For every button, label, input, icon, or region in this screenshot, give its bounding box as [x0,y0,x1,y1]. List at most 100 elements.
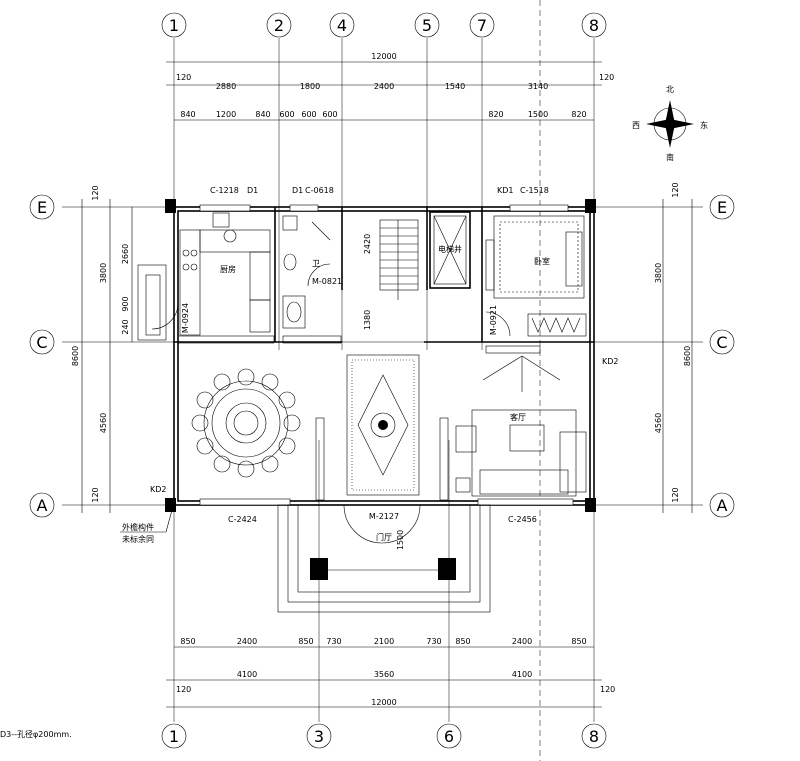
door-swing [485,311,511,337]
axis-bubble-bottom-1 [161,723,187,749]
footnote: D3--孔径φ200mm. [0,729,72,739]
door-tag: M-0821 [312,277,342,286]
axis-label: C [716,333,727,352]
window-tag: C-2456 [508,515,537,524]
dim-left-inner: 240 [121,319,130,334]
dim-top-row3: 600 [279,110,294,119]
room-label-bedroom: 卧室 [534,256,550,266]
door-swing [311,221,331,241]
dim-left-end: 120 [91,487,100,502]
dim-bottom-row1: 850 [571,637,586,646]
dim-top-row2: 2400 [374,82,394,91]
dim-bottom-row1: 730 [426,637,441,646]
door-tag: M-2127 [369,512,399,521]
axis-bubble-top-5 [414,12,440,38]
dim-top-row2: 3140 [528,82,548,91]
window-tag: C-1518 [520,186,549,195]
door-swing [307,263,331,287]
room-label-toilet: 卫 [312,259,320,268]
central-carpet [346,354,449,501]
dim-bottom-row1: 2100 [374,637,394,646]
burner-icon [190,263,198,271]
dim-bottom-row1: 850 [180,637,195,646]
compass-south: 南 [666,152,674,162]
dim-bottom-row2: 3560 [374,670,394,679]
column [585,498,596,512]
axis-bubble-bottom-3 [306,723,332,749]
window-tag: C-1218 [210,186,239,195]
sink-icon [282,215,298,231]
dim-top-row2: 1540 [445,82,465,91]
dim-left-end: 120 [91,185,100,200]
burner-icon [182,249,190,257]
burner-icon [182,263,190,271]
dim-bottom-row1: 850 [455,637,470,646]
carpet [346,354,420,496]
toilet-icon [283,253,297,271]
dim-bottom-row1: 2400 [237,637,257,646]
column [165,199,176,213]
column [585,199,596,213]
dim-bottom-row2: 4100 [512,670,532,679]
staircase: 2420 1380 [363,219,419,330]
fridge-icon [249,299,271,333]
kitchen-counter [199,229,271,253]
sink-icon [212,212,230,228]
room-label-kitchen: 厨房 [220,264,236,274]
axis-label: 1 [169,727,179,746]
front-porch: 门厅 M-2127 1500 [277,504,491,613]
dim-top-row3: 600 [301,110,316,119]
axis-bubbles: 1 2 4 5 7 8 1 3 6 8 E C A E C A [29,12,735,749]
axis-label: 6 [444,727,454,746]
elevator-shaft: 电梯井 [429,211,471,289]
dim-bottom-end-left: 120 [176,685,191,694]
dim-interior: 1500 [396,530,405,550]
dim-top-row3: 600 [322,110,337,119]
axis-label: E [717,198,727,217]
room-label-foyer: 门厅 [376,532,392,542]
toilet: 卫 M-0821 [282,215,342,344]
axis-label: 1 [169,16,179,35]
axis-bubble-top-2 [266,12,292,38]
dim-bottom-row1: 850 [298,637,313,646]
dim-right-end: 120 [671,182,680,197]
axis-label: 4 [337,16,347,35]
axis-bubble-bottom-6 [436,723,462,749]
dim-left-inner: 2660 [121,244,130,264]
stove-icon [223,229,237,243]
coffee-table [509,424,545,452]
column [165,498,176,512]
axis-bubble-right-A [709,492,735,518]
dim-right-end: 120 [671,487,680,502]
column-decor [439,417,449,501]
room-label-living: 客厅 [510,412,526,422]
dim-top-row3: 840 [255,110,270,119]
stair-flight [379,219,419,291]
side-table [455,477,471,493]
bottom-dimensions: 850 2400 850 730 2100 730 850 2400 850 4… [166,637,615,708]
sofa-icon [559,431,587,493]
round-table [203,380,289,466]
dim-bottom-row1: 2400 [512,637,532,646]
axis-label: 8 [589,16,599,35]
dim-top-row3: 820 [488,110,503,119]
compass-icon: 北 南 东 西 [632,85,708,162]
living-room: 客厅 [455,345,587,497]
dim-top-row3: 840 [180,110,195,119]
dim-left-row: 3800 [99,263,108,283]
note-text: 未标余同 [122,534,154,544]
chairs [191,368,301,478]
door-swing [151,302,179,330]
dim-interior: 2420 [363,234,372,254]
axis-bubble-right-E [709,194,735,220]
dim-bottom-end-right: 120 [600,685,615,694]
kitchen-counter [179,229,201,336]
sofa-set [471,409,577,497]
dim-right-total: 8600 [683,346,692,366]
room-label-elevator: 电梯井 [438,244,462,254]
axis-bubble-top-4 [329,12,355,38]
window-tag: C-2424 [228,515,257,524]
carpet-medallion [357,374,409,476]
wardrobe-icon [527,313,587,337]
door-swing [381,504,421,544]
